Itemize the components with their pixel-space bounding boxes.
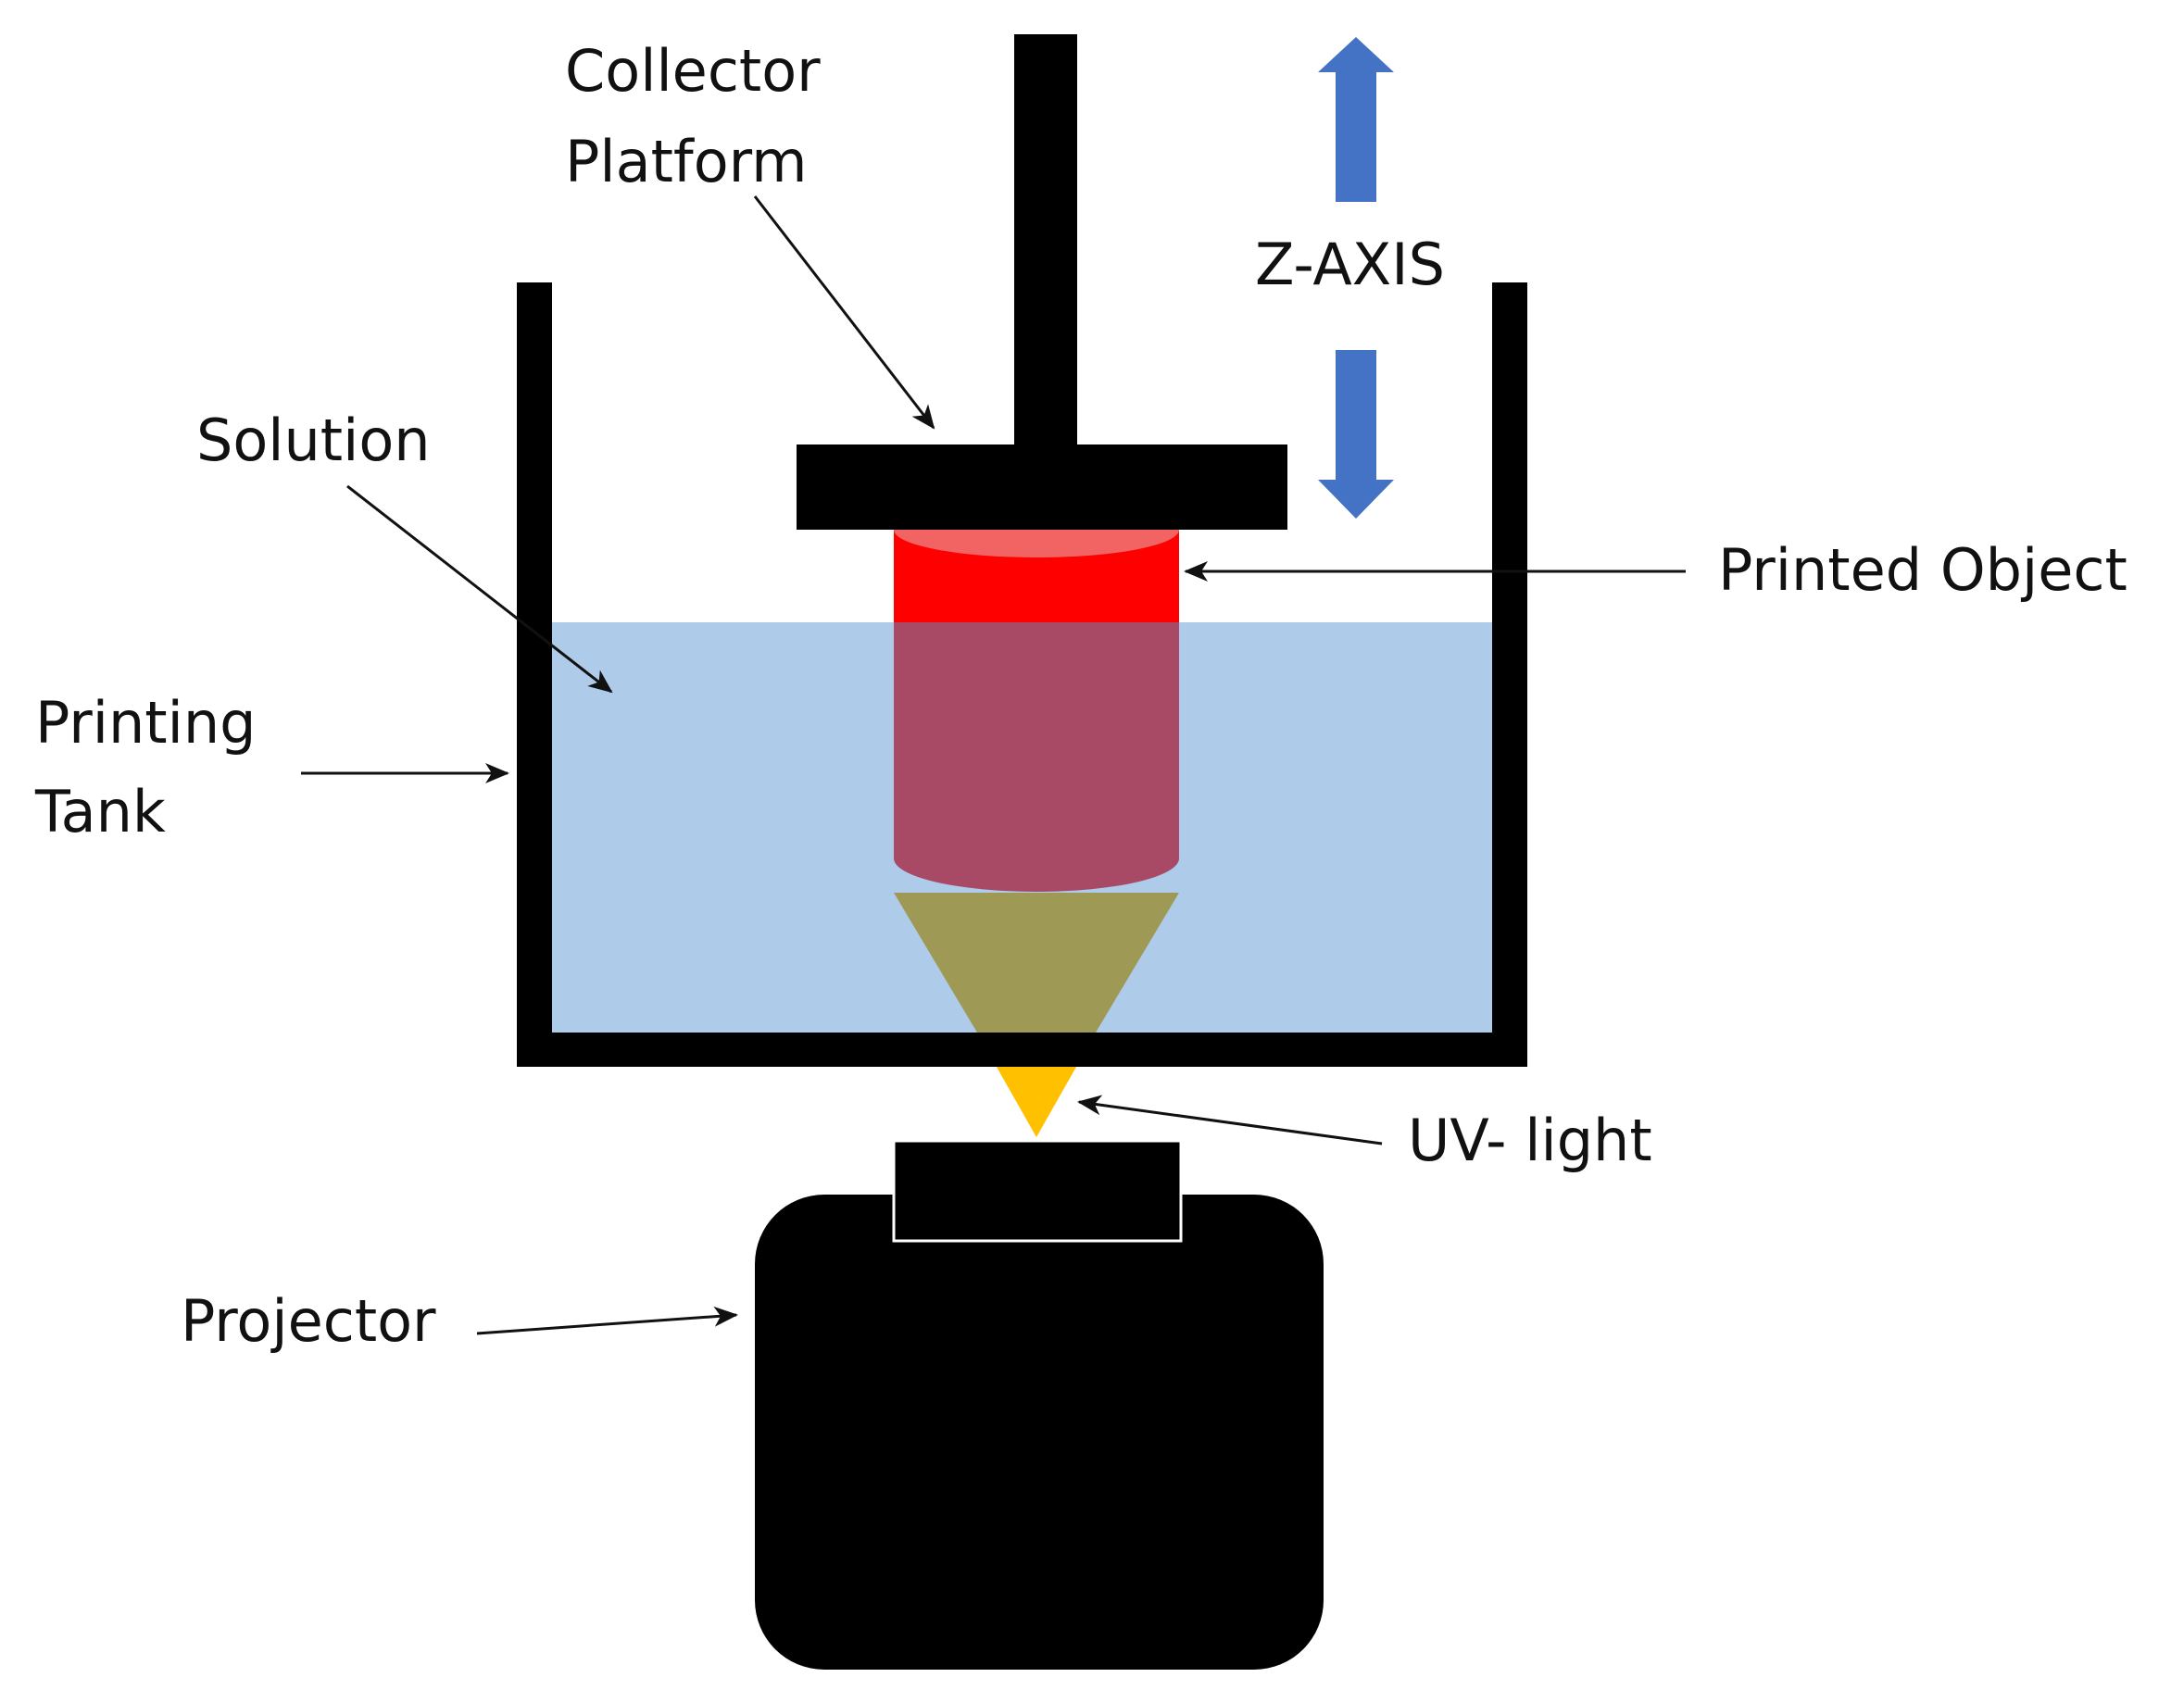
projector (755, 1139, 1324, 1670)
leader-lines (301, 195, 1686, 1335)
label-uv-light: UV- light (1408, 1107, 1652, 1174)
projector-lens (892, 1139, 1183, 1243)
tank-bottom (517, 1033, 1527, 1067)
platform-rod (1014, 34, 1077, 446)
tank-right-wall (1492, 282, 1527, 1067)
projector-leader (476, 1306, 738, 1335)
uv-light-leader (1077, 1095, 1383, 1145)
z-axis-arrows (1318, 37, 1394, 519)
projector-body (755, 1195, 1324, 1670)
printed-object-submerged-part (894, 622, 1179, 892)
z-axis-up-arrow (1318, 37, 1394, 202)
label-projector: Projector (181, 1287, 436, 1355)
printed-object (894, 502, 1179, 892)
label-printing-tank-line2: Tank (34, 778, 166, 845)
label-collector-platform-line1: Collector (565, 37, 821, 105)
uv-light-tip (989, 1054, 1084, 1137)
collector-platform-leader (753, 195, 935, 430)
z-axis-down-arrow (1318, 350, 1394, 519)
tank-left-wall (517, 282, 552, 1067)
solution-leader (346, 484, 613, 694)
uv-light-in-solution (894, 893, 1179, 1033)
collector-platform (797, 34, 1287, 530)
platform-plate (797, 444, 1287, 530)
label-z-axis: Z-AXIS (1255, 231, 1445, 298)
label-solution: Solution (196, 407, 431, 474)
labels: Collector Platform Z-AXIS Solution Print… (34, 37, 2128, 1355)
printing-tank (517, 282, 1527, 1067)
label-collector-platform-line2: Platform (565, 128, 807, 195)
label-printing-tank-line1: Printing (35, 689, 257, 757)
label-printed-object: Printed Object (1718, 536, 2128, 604)
